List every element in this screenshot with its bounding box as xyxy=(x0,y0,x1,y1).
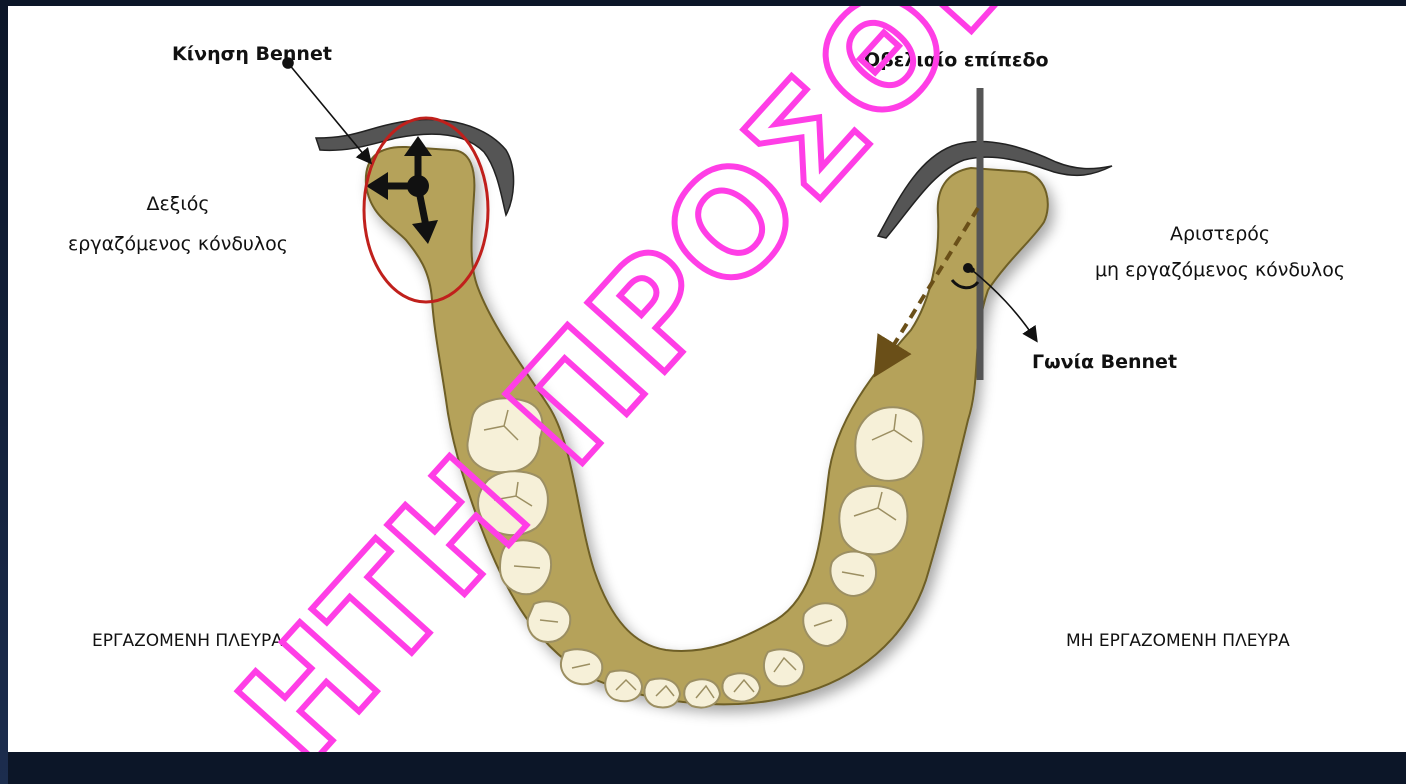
frame-top xyxy=(0,0,1406,6)
label-bennet-movement: Κίνηση Bennet xyxy=(172,43,332,65)
molar-4 xyxy=(855,407,923,481)
label-bennet-angle: Γωνία Bennet xyxy=(1032,351,1177,373)
diagram-canvas: Κίνηση Bennet Οβελιαίο επίπεδο Δεξιός ερ… xyxy=(6,0,1406,784)
incisor-4 xyxy=(722,673,760,701)
canine-right xyxy=(561,649,602,684)
mandible-diagram: Κίνηση Bennet Οβελιαίο επίπεδο Δεξιός ερ… xyxy=(6,0,1406,784)
label-left-condyle-line1: Αριστερός xyxy=(1170,223,1270,245)
frame-bottom xyxy=(0,752,1406,784)
label-left-condyle-line2: μη εργαζόμενος κόνδυλος xyxy=(1095,259,1345,281)
label-non-working-side: ΜΗ ΕΡΓΑΖΟΜΕΝΗ ΠΛΕΥΡΑ xyxy=(1066,631,1290,651)
label-right-condyle-line1: Δεξιός xyxy=(146,193,209,215)
incisor-1 xyxy=(605,671,642,702)
canine-left xyxy=(764,649,804,686)
incisor-2 xyxy=(644,679,680,708)
molar-3 xyxy=(839,486,907,554)
incisor-3 xyxy=(684,679,720,707)
frame-left xyxy=(0,0,8,784)
label-right-condyle-line2: εργαζόμενος κόνδυλος xyxy=(68,233,288,255)
